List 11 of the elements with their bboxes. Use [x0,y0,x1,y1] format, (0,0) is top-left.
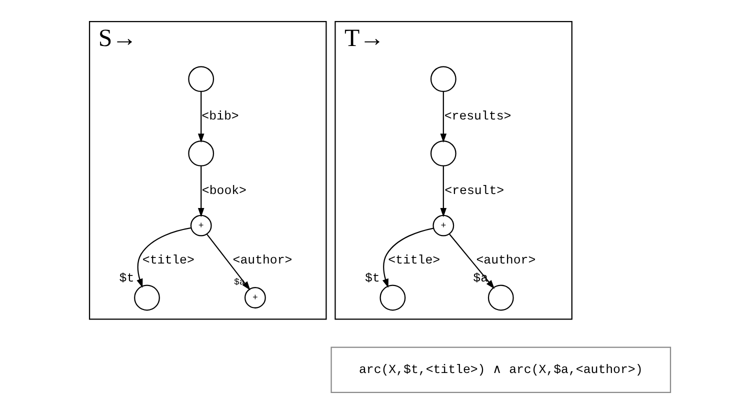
node-label: $t [364,272,380,286]
edge-label: <title> [388,254,440,268]
edge-label: <author> [232,254,292,268]
edge-label: <book> [202,184,246,198]
edge-label: <results> [444,109,512,124]
edge-label: <author> [476,254,536,268]
edge-label: <title> [142,254,194,268]
edge-label: <bib> [202,109,239,124]
node-label: $a [473,272,488,286]
edge-label: <result> [444,184,504,198]
node-label: $t [119,272,134,286]
